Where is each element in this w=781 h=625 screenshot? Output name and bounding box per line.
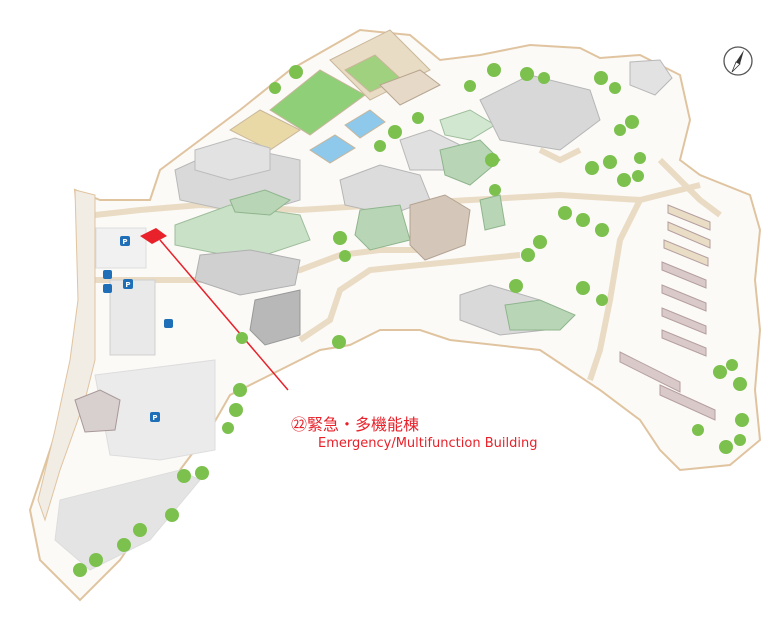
- building-label-jp: ㉒緊急・多機能棟: [291, 415, 420, 434]
- building-label-en: Emergency/Multifunction Building: [318, 436, 538, 451]
- parking-sign[interactable]: P: [123, 279, 133, 289]
- emergency-multifunction-building-marker[interactable]: [140, 228, 167, 244]
- svg-text:P: P: [152, 414, 157, 422]
- housing-blocks: [619, 204, 716, 421]
- sports-fields: [229, 29, 431, 164]
- parking-sign[interactable]: P: [120, 236, 130, 246]
- central-buildings: [174, 59, 673, 346]
- southwest-buildings: [74, 389, 121, 433]
- bicycle-parking-icon: [164, 319, 173, 328]
- bicycle-parking-icon: [103, 270, 112, 279]
- compass-icon: [723, 46, 753, 76]
- svg-text:P: P: [122, 238, 127, 246]
- parking-lot-main: [109, 279, 156, 356]
- parking-lot-southwest: [54, 469, 201, 571]
- trees: [73, 63, 749, 577]
- svg-text:P: P: [125, 281, 130, 289]
- parking-sign[interactable]: P: [150, 412, 160, 422]
- parking-lot-south: [94, 359, 216, 461]
- left-road-area: [37, 189, 96, 522]
- parking-lot-top: [95, 227, 147, 269]
- car-parking-icon: [103, 284, 112, 293]
- leader-line: [159, 239, 289, 391]
